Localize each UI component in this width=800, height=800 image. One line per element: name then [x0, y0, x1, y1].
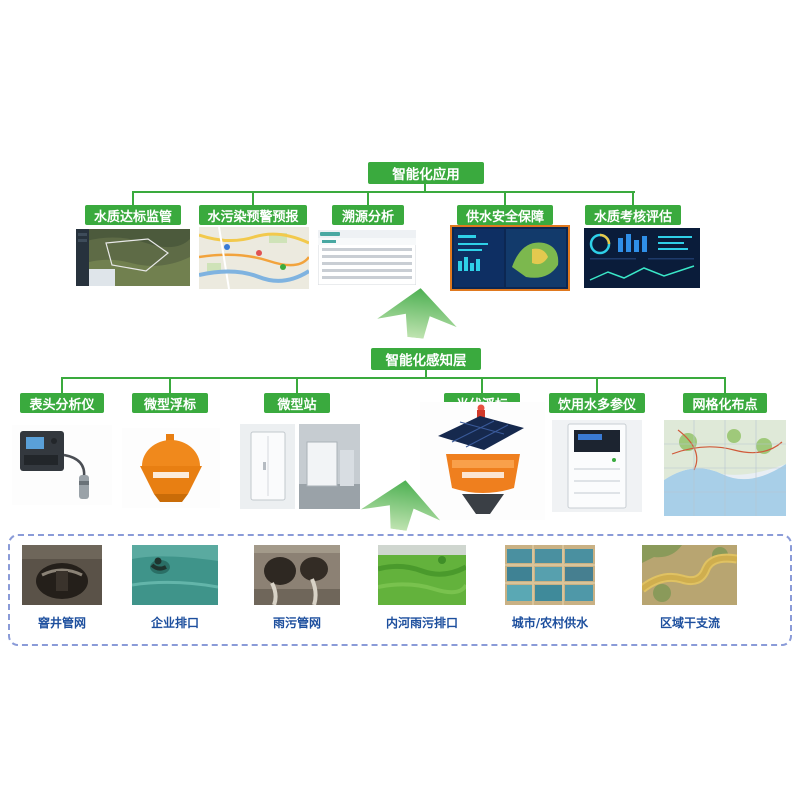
- grid-map-graphic: [664, 420, 786, 516]
- up-arrow-graphic: [360, 480, 441, 531]
- satellite-map-graphic: [76, 229, 190, 286]
- sense-item-probe-analyzer: 表头分析仪: [20, 393, 104, 413]
- supply-dashboard-screenshot: [450, 225, 570, 291]
- drinking-water-cabinet-graphic: [552, 420, 642, 512]
- satellite-map-screenshot: [76, 229, 190, 286]
- probe-analyzer-graphic: [12, 425, 112, 505]
- up-arrow-graphic: [377, 288, 457, 339]
- storm-sewer-photo: [254, 545, 340, 605]
- connector-line: [632, 191, 634, 205]
- source-label-enterprise-outfall: 企业排口: [150, 616, 199, 630]
- manhole-photo: [22, 545, 102, 605]
- micro-station-graphic: [240, 424, 360, 509]
- connector-line: [481, 377, 483, 393]
- connector-line: [724, 377, 726, 393]
- app-item-water-supply-safety: 供水安全保障: [457, 205, 553, 225]
- micro-buoy-graphic: [122, 428, 220, 508]
- source-label-river-basin: 区域干支流: [659, 616, 720, 630]
- sense-item-micro-station: 微型站: [264, 393, 330, 413]
- storm-sewer-graphic: [254, 545, 340, 605]
- connector-line: [252, 191, 254, 205]
- app-item-water-quality-supervision: 水质达标监管: [85, 205, 181, 225]
- river-basin-graphic: [642, 545, 737, 605]
- water-supply-photo: [505, 545, 595, 605]
- supply-dashboard-graphic: [452, 227, 568, 289]
- connector-line: [169, 377, 171, 393]
- connector-line: [367, 191, 369, 205]
- sense-item-micro-buoy: 微型浮标: [132, 393, 208, 413]
- connector-line: [596, 377, 598, 393]
- sense-layer-title: 智能化感知层: [371, 348, 481, 370]
- city-map-screenshot: [199, 227, 309, 289]
- river-basin-photo: [642, 545, 737, 605]
- app-item-assessment: 水质考核评估: [585, 205, 681, 225]
- solar-buoy-image: [420, 402, 545, 520]
- connector-line: [132, 191, 134, 205]
- source-label-storm-sewer: 雨污管网: [272, 616, 321, 630]
- connector-line: [61, 377, 63, 393]
- enterprise-outfall-photo: [132, 545, 218, 605]
- assessment-dashboard-graphic: [584, 228, 700, 288]
- connector-line: [425, 370, 427, 377]
- enterprise-outfall-graphic: [132, 545, 218, 605]
- sense-item-grid-layout: 网格化布点: [683, 393, 767, 413]
- connector-line: [424, 184, 426, 191]
- connector-line: [61, 377, 726, 379]
- up-arrow-icon: [359, 475, 445, 536]
- app-item-pollution-forecast: 水污染预警预报: [199, 205, 307, 225]
- app-item-trace-analysis: 溯源分析: [332, 205, 404, 225]
- connector-line: [296, 377, 298, 393]
- assessment-dashboard-screenshot: [584, 228, 700, 288]
- app-layer-title: 智能化应用: [368, 162, 484, 184]
- probe-analyzer-image: [12, 425, 112, 505]
- grid-map-image: [664, 420, 786, 516]
- trace-table-screenshot: [318, 230, 416, 285]
- source-layer-container: [8, 534, 792, 646]
- source-label-river-outfall: 内河雨污排口: [385, 616, 458, 630]
- micro-station-image: [240, 424, 360, 509]
- river-outfall-photo: [378, 545, 466, 605]
- connector-line: [132, 191, 635, 193]
- manhole-graphic: [22, 545, 102, 605]
- connector-line: [504, 191, 506, 205]
- sense-item-drinking-water-meter: 饮用水多参仪: [549, 393, 645, 413]
- micro-buoy-image: [122, 428, 220, 508]
- river-outfall-graphic: [378, 545, 466, 605]
- city-map-graphic: [199, 227, 309, 289]
- up-arrow-icon: [376, 284, 461, 342]
- source-label-water-supply: 城市/农村供水: [511, 616, 589, 630]
- drinking-water-cabinet-image: [552, 420, 642, 512]
- solar-buoy-graphic: [420, 402, 545, 520]
- trace-table-graphic: [318, 230, 416, 285]
- water-supply-graphic: [505, 545, 595, 605]
- source-label-manhole: 窨井管网: [37, 616, 86, 630]
